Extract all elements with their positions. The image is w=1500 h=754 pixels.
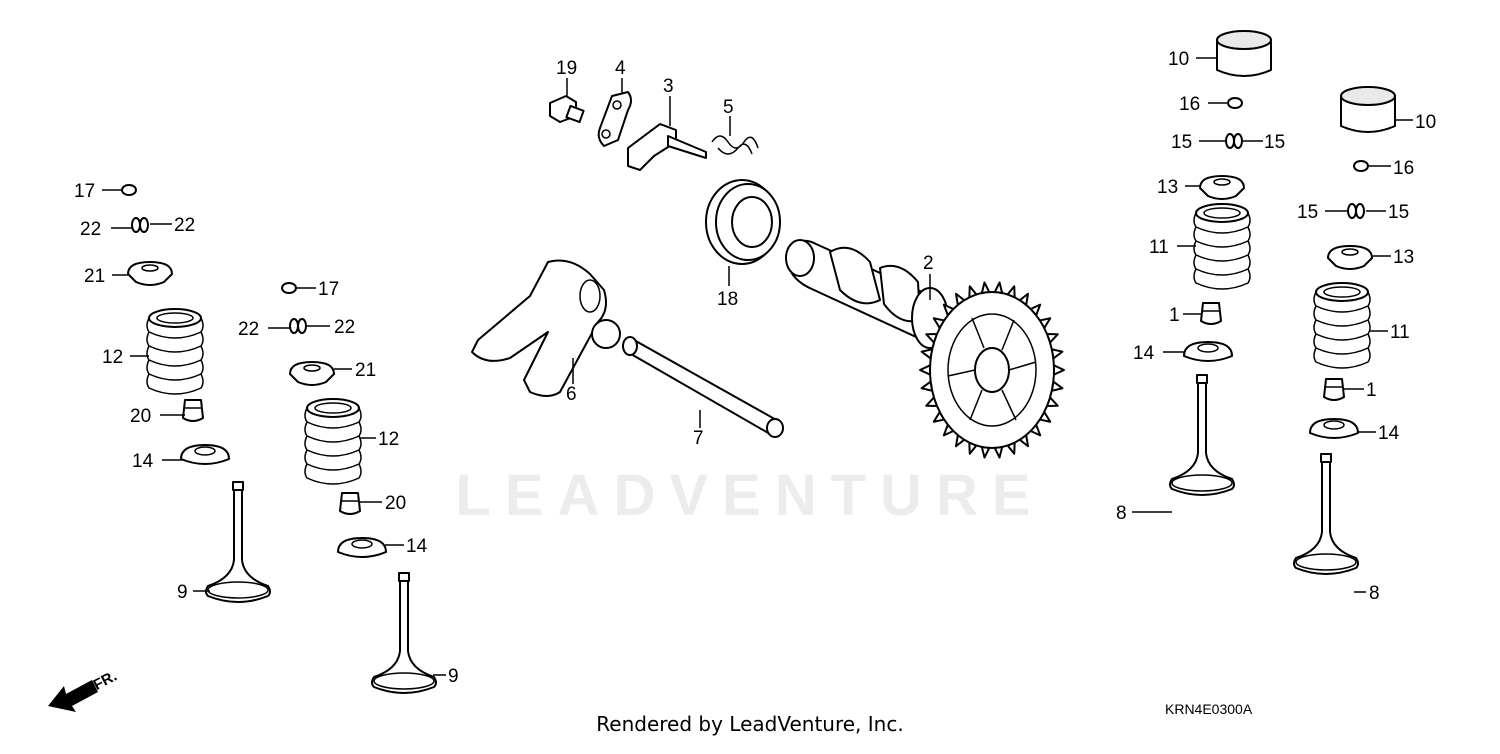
decompressor-shaft-3: [627, 123, 707, 171]
seat-14: [1309, 418, 1359, 439]
callout-21: 21: [84, 266, 105, 287]
shim-17: [281, 282, 297, 294]
plate-4: [597, 91, 632, 147]
bolt-19: [549, 95, 585, 124]
callout-1: 1: [1366, 380, 1377, 401]
seal-1: [1323, 378, 1345, 401]
callout-14: 14: [132, 451, 154, 472]
spring-12: [146, 308, 204, 395]
valve-9: [205, 481, 271, 603]
camshaft-2: [785, 239, 1065, 459]
camshaft-group: 19 4 3 5 18: [471, 58, 1065, 459]
tappet-10: [1216, 30, 1272, 77]
callout-9: 9: [448, 666, 459, 687]
seal-1: [1200, 302, 1222, 325]
seat-14: [1183, 341, 1233, 362]
callout-17: 17: [74, 181, 95, 202]
shim-17: [121, 184, 137, 196]
callout-1: 1: [1169, 305, 1180, 326]
spring-11: [1193, 203, 1251, 290]
seal-20: [182, 399, 204, 422]
callout-12: 12: [378, 429, 399, 450]
right-exhaust-valve-group: 10 16 15 15 13 11 1 14 8: [1116, 30, 1285, 524]
callout-14: 14: [1133, 343, 1155, 364]
callout-15: 15: [1171, 132, 1192, 153]
callout-11: 11: [1149, 237, 1169, 258]
cotter-15: [1347, 203, 1365, 219]
callout-9: 9: [177, 582, 188, 603]
shim-16: [1353, 160, 1369, 172]
callout-15: 15: [1388, 202, 1409, 223]
callout-8: 8: [1116, 503, 1127, 524]
callout-18: 18: [717, 289, 738, 310]
watermark: LEADVENTURE: [455, 463, 1044, 528]
callout-19: 19: [556, 58, 577, 79]
callout-13: 13: [1393, 247, 1414, 268]
seat-14: [337, 537, 387, 558]
callout-10: 10: [1168, 49, 1189, 70]
valve-8: [1169, 374, 1235, 496]
spring-5: [711, 135, 759, 155]
callout-14: 14: [1378, 423, 1400, 444]
cotter-15: [1225, 133, 1243, 149]
callout-5: 5: [723, 97, 734, 118]
callout-20: 20: [385, 493, 406, 514]
bearing-18: [705, 179, 781, 265]
rocker-shaft-7: [622, 336, 784, 438]
callout-14: 14: [406, 536, 428, 557]
left-intake-valve-group: 17 22 22 21 12 20 14 9: [74, 181, 271, 603]
callout-10: 10: [1415, 112, 1436, 133]
spring-12: [304, 398, 362, 485]
shim-16: [1227, 97, 1243, 109]
callout-22: 22: [80, 219, 101, 240]
callout-17: 17: [318, 279, 339, 300]
callout-22: 22: [334, 317, 355, 338]
seal-20: [339, 492, 361, 515]
callout-21: 21: [355, 360, 376, 381]
callout-3: 3: [663, 76, 674, 97]
retainer-13: [1327, 245, 1373, 270]
seat-14: [180, 444, 230, 465]
callout-2: 2: [923, 253, 934, 274]
rocker-arm-6: [471, 259, 621, 397]
callout-13: 13: [1157, 177, 1178, 198]
valve-8: [1293, 453, 1359, 575]
figure-code: KRN4E0300A: [1165, 701, 1253, 717]
callout-22: 22: [174, 215, 195, 236]
callout-15: 15: [1264, 132, 1285, 153]
front-arrow-icon: FR.: [48, 668, 120, 712]
tappet-10: [1340, 86, 1396, 133]
sprocket-tooth: [919, 364, 932, 376]
callout-4: 4: [615, 58, 626, 79]
retainer-21: [127, 261, 173, 286]
callout-20: 20: [130, 406, 151, 427]
callout-12: 12: [102, 347, 123, 368]
callout-16: 16: [1393, 158, 1414, 179]
left-intake-valve-group-2: 17 22 22 21 12 20 14 9: [238, 279, 459, 694]
valve-9: [371, 572, 437, 694]
cotter-22: [131, 217, 149, 233]
callout-16: 16: [1179, 94, 1200, 115]
callout-8: 8: [1369, 583, 1380, 604]
spring-11: [1313, 282, 1371, 369]
footer-credit: Rendered by LeadVenture, Inc.: [596, 712, 904, 736]
sprocket-tooth: [1052, 364, 1065, 376]
cotter-22: [289, 318, 307, 334]
callout-7: 7: [693, 428, 704, 449]
retainer-13: [1199, 175, 1245, 200]
callout-6: 6: [566, 384, 577, 405]
callout-22: 22: [238, 319, 259, 340]
callout-11: 11: [1390, 322, 1410, 343]
callout-15: 15: [1297, 202, 1318, 223]
right-exhaust-valve-group-2: 10 16 15 15 13 11 1 14 8: [1293, 86, 1436, 604]
retainer-21: [289, 361, 335, 386]
